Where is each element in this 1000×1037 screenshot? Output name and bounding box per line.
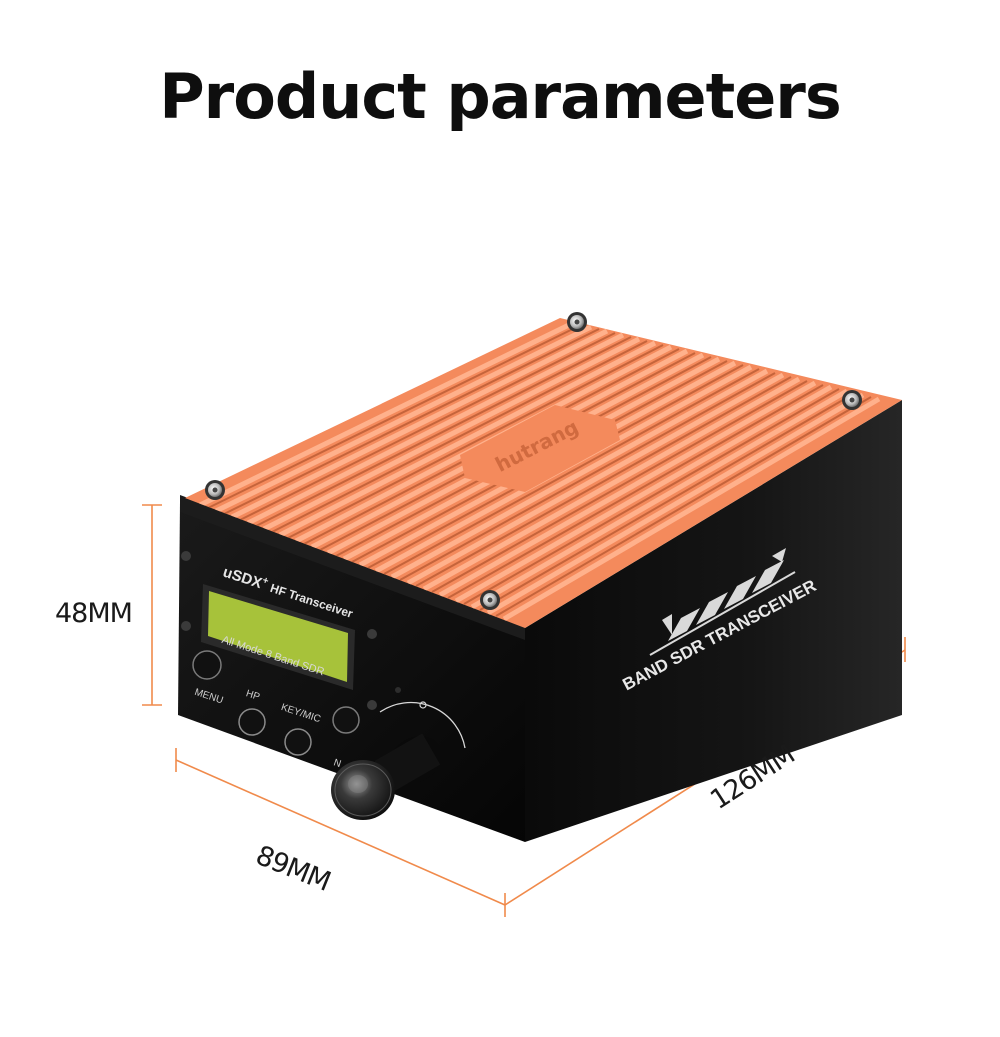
logo-plate	[460, 405, 620, 492]
heatsink-top: hutrang	[185, 318, 902, 628]
screw-icon	[480, 590, 500, 610]
knob-scale-arc	[379, 701, 466, 749]
partial-label: N	[332, 757, 342, 770]
menu-button[interactable]	[192, 650, 222, 680]
function-button[interactable]	[332, 706, 360, 734]
hp-label: HP	[244, 688, 261, 703]
tuning-knob[interactable]	[331, 727, 450, 820]
device-side-face	[525, 400, 902, 842]
headphone-jack[interactable]	[238, 708, 266, 736]
height-dimension-line	[142, 504, 162, 706]
key-mic-jack[interactable]	[284, 728, 312, 756]
height-dimension-label: 48MM	[55, 598, 133, 629]
screw-icon	[842, 390, 862, 410]
lcd-screen	[208, 591, 348, 682]
screw-icon	[205, 480, 225, 500]
screw-icon	[567, 312, 587, 332]
page-title: Product parameters	[159, 60, 842, 133]
side-stripes-graphic	[649, 548, 796, 656]
